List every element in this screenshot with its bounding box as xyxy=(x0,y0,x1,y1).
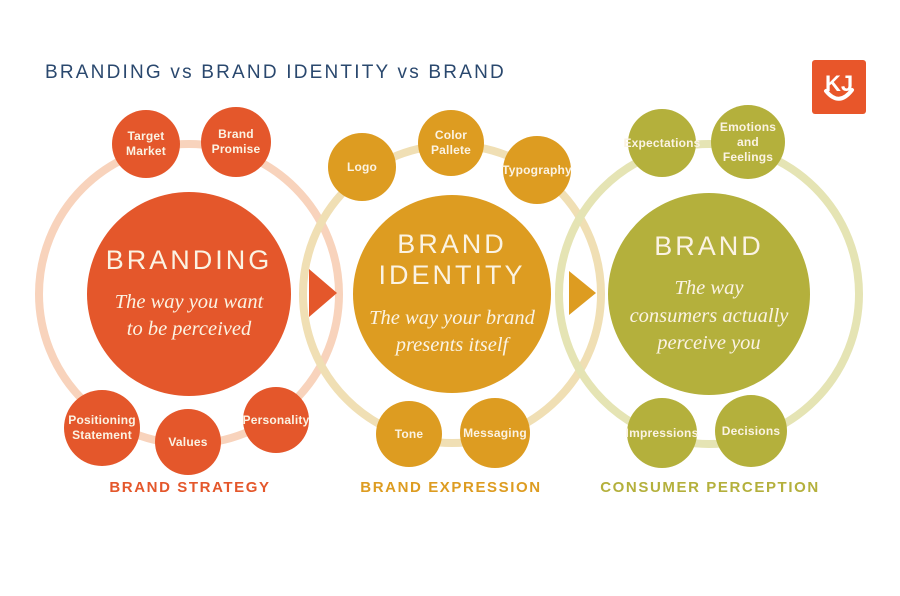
kj-logo: KJ xyxy=(812,60,866,114)
arrow-branding-to-identity-icon xyxy=(309,269,337,317)
page-title: BRANDING vs BRAND IDENTITY vs BRAND xyxy=(45,62,506,83)
ring-branding xyxy=(35,140,343,448)
ring-brand xyxy=(555,140,863,448)
kj-logo-smile-icon xyxy=(824,88,854,101)
kj-logo-icon: KJ xyxy=(824,71,854,101)
arrow-identity-to-brand-icon xyxy=(569,271,596,315)
